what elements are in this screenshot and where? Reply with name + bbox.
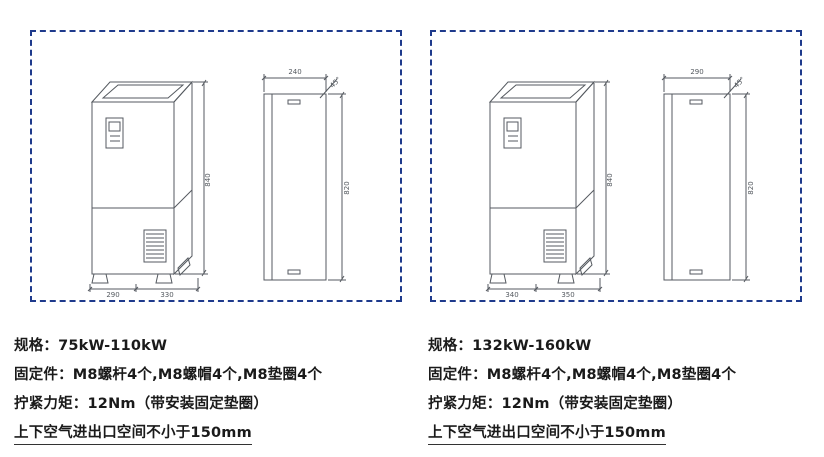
spec-block-left: 规格：75kW-110kW 固定件：M8螺杆4个,M8螺帽4个,M8垫圈4个 拧… <box>14 337 414 453</box>
dim-front-height-lines <box>175 79 208 277</box>
cabinet-side-view <box>261 74 346 283</box>
keypad-display <box>503 117 522 149</box>
cabinet-front-view <box>488 80 596 284</box>
dimension-drawing-right: 840 340 350 290 45° 820 <box>485 68 755 298</box>
dim-side-height: 820 <box>747 181 755 194</box>
spec-line-clearance: 上下空气进出口空间不小于150mm <box>14 424 414 445</box>
cabinet-front-view <box>90 80 194 284</box>
spec-line-fasteners: 固定件：M8螺杆4个,M8螺帽4个,M8垫圈4个 <box>428 367 737 383</box>
dim-front-height-lines <box>577 79 610 277</box>
dim-bottom-lines <box>485 278 603 292</box>
spec-line-rating: 规格：132kW-160kW <box>428 338 592 354</box>
dim-bottom-depth: 290 <box>106 291 119 298</box>
dim-side-angle: 45° <box>328 75 342 89</box>
dim-side-top-width: 240 <box>288 68 301 76</box>
dim-bottom-depth: 340 <box>505 291 518 298</box>
dim-side-angle: 45° <box>732 75 746 89</box>
vent-grille <box>543 229 567 263</box>
dim-front-height: 840 <box>204 173 212 186</box>
dim-side-height: 820 <box>343 181 351 194</box>
dim-bottom-width: 330 <box>160 291 173 298</box>
spec-line-clearance-text: 上下空气进出口空间不小于150mm <box>14 425 252 445</box>
spec-line-clearance-text: 上下空气进出口空间不小于150mm <box>428 425 666 445</box>
spec-line-clearance: 上下空气进出口空间不小于150mm <box>428 424 824 445</box>
dim-side-top-width: 290 <box>690 68 703 76</box>
dimension-drawing-left: 840 290 330 240 45° 820 <box>87 68 351 298</box>
dim-front-height: 840 <box>606 173 614 186</box>
keypad-display <box>105 117 124 149</box>
vent-grille <box>143 229 167 263</box>
spec-line-fasteners: 固定件：M8螺杆4个,M8螺帽4个,M8垫圈4个 <box>14 367 323 383</box>
drawing-panel-left: 840 290 330 240 45° 820 <box>30 30 402 302</box>
spec-line-torque: 拧紧力矩：12Nm（带安装固定垫圈） <box>428 396 683 412</box>
drawing-panel-right: 840 340 350 290 45° 820 <box>430 30 802 302</box>
dim-bottom-width: 350 <box>561 291 574 298</box>
cabinet-side-view <box>661 74 750 283</box>
spec-line-rating: 规格：75kW-110kW <box>14 338 168 354</box>
dim-bottom-lines <box>87 278 201 292</box>
spec-line-torque: 拧紧力矩：12Nm（带安装固定垫圈） <box>14 396 269 412</box>
spec-block-right: 规格：132kW-160kW 固定件：M8螺杆4个,M8螺帽4个,M8垫圈4个 … <box>428 337 824 453</box>
